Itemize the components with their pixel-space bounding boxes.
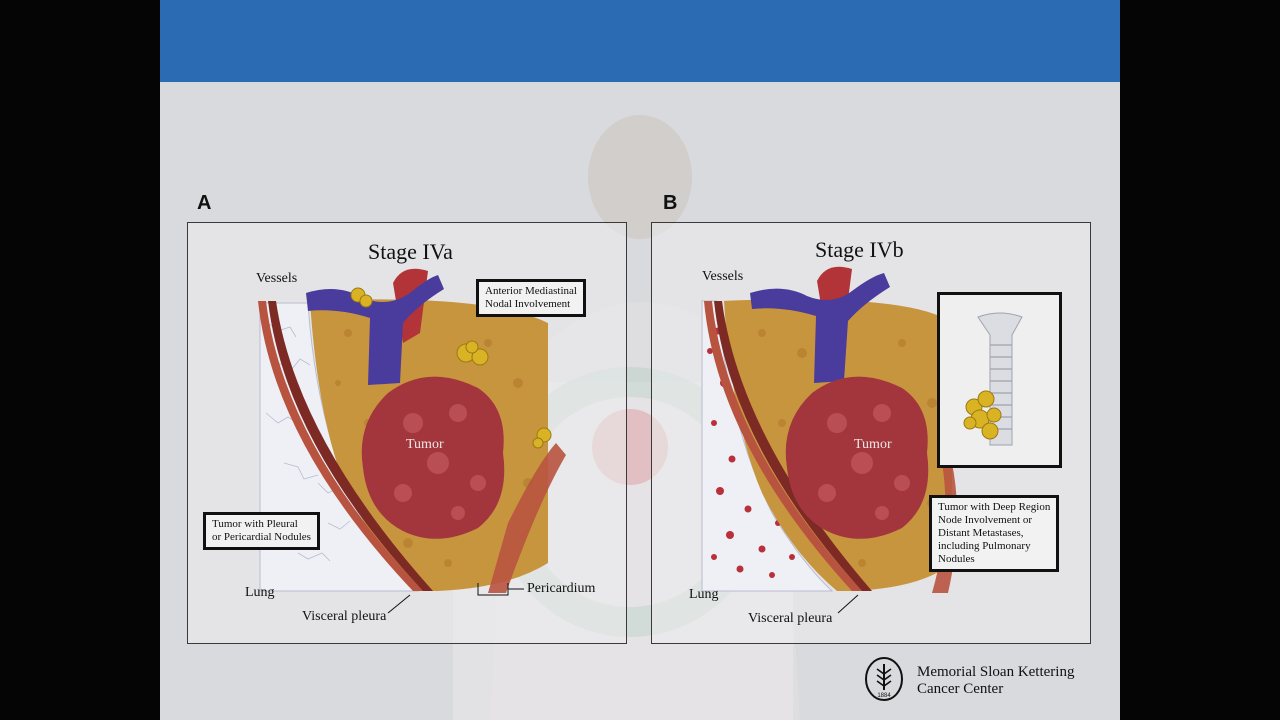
panel-b-stage-title: Stage IVb [815, 237, 904, 262]
panel-a: Stage IVa Vessels Tumor Lung Visceral pl… [187, 222, 627, 644]
panel-a-letter: A [197, 192, 212, 214]
panel-b-illustration [701, 266, 958, 614]
panel-a-visceral-pleura-label: Visceral pleura [302, 609, 387, 624]
logo-line-2: Cancer Center [917, 681, 1004, 697]
panel-a-nodal-involvement-box: Anterior Mediastinal Nodal Involvement [476, 279, 586, 317]
panel-b-visceral-pleura-label: Visceral pleura [748, 611, 833, 626]
panel-a-lung-label: Lung [245, 585, 275, 600]
msk-logo-text: Memorial Sloan Kettering Cancer Center [917, 664, 1074, 698]
logo-year: 1884 [877, 693, 891, 699]
panel-a-stage-title: Stage IVa [368, 239, 453, 264]
trachea-illustration [963, 312, 1023, 446]
panel-b: Stage IVb Vessels Tumor Lung Visceral pl… [651, 222, 1091, 644]
panel-b-trachea-inset [937, 292, 1062, 468]
msk-logo-icon: 1884 [865, 657, 903, 701]
slide: A [160, 0, 1120, 720]
panel-b-letter: B [663, 192, 678, 214]
panel-b-lung-label: Lung [689, 587, 719, 602]
slide-header-bar [160, 0, 1120, 82]
panel-a-pericardium-label: Pericardium [527, 581, 596, 596]
panel-a-tumor-label: Tumor [406, 437, 444, 452]
panel-b-vessels-label: Vessels [702, 269, 744, 284]
panel-a-vessels-label: Vessels [256, 271, 298, 286]
panel-a-pleural-nodules-box: Tumor with Pleural or Pericardial Nodule… [203, 512, 320, 550]
logo-line-1: Memorial Sloan Kettering [917, 664, 1075, 680]
panel-b-distant-metastases-box: Tumor with Deep Region Node Involvement … [929, 495, 1060, 572]
vein-shape [306, 275, 444, 385]
panel-b-tumor-label: Tumor [854, 437, 892, 452]
